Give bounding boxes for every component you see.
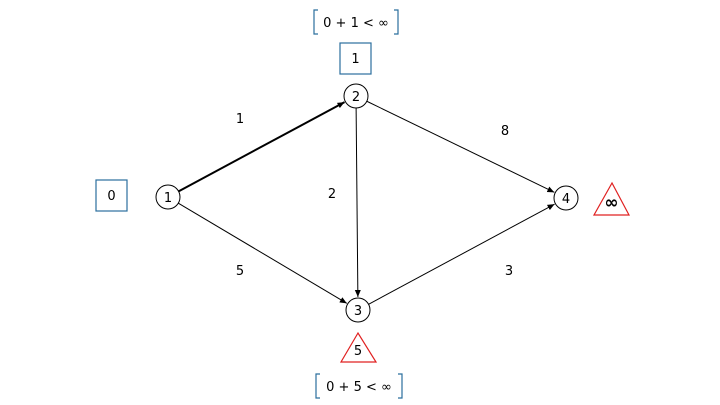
formula-bottom-text: 0 + 5 < ∞ — [326, 380, 392, 395]
tentative-triangle-node-3-frame — [339, 331, 378, 363]
edge-weights: 1 5 2 8 3 — [236, 112, 513, 279]
node-3-circle — [345, 297, 371, 323]
edge-3-4 — [368, 203, 555, 305]
formula-bottom: 0 + 5 < ∞ — [315, 373, 403, 399]
node-1: 1 — [155, 184, 181, 210]
tentative-value-node-3: 5 — [354, 344, 362, 359]
distance-box-node-2-frame — [339, 42, 372, 75]
edge-weight-2-4: 8 — [501, 124, 509, 139]
edges — [178, 100, 555, 305]
node-2-label: 2 — [352, 90, 360, 105]
distance-value-node-1: 0 — [107, 189, 115, 204]
formula-top-text: 0 + 1 < ∞ — [323, 16, 389, 31]
edge-1-2 — [178, 101, 346, 193]
edge-2-3 — [354, 107, 361, 298]
node-4-circle — [553, 185, 579, 211]
node-4-label: 4 — [562, 192, 570, 207]
bracket-bottom-left — [315, 373, 320, 399]
tentative-triangle-node-4: ∞ — [592, 181, 630, 216]
distance-value-node-2: 1 — [351, 52, 359, 67]
bracket-top-right — [394, 9, 399, 35]
node-3-label: 3 — [354, 304, 362, 319]
edge-weight-2-3: 2 — [328, 187, 336, 202]
bracket-bottom-right — [398, 373, 403, 399]
node-1-label: 1 — [164, 191, 172, 206]
distance-box-node-1: 0 — [95, 179, 128, 212]
edge-1-3 — [178, 202, 348, 304]
node-4: 4 — [553, 185, 579, 211]
edge-weight-3-4: 3 — [505, 264, 513, 279]
edge-2-4 — [366, 100, 555, 193]
bracket-top-left — [313, 9, 318, 35]
tentative-triangle-node-3: 5 — [339, 331, 378, 363]
edge-weight-1-2: 1 — [236, 112, 244, 127]
edge-weight-1-3: 5 — [236, 264, 244, 279]
formula-top: 0 + 1 < ∞ — [313, 9, 399, 35]
node-3: 3 — [345, 297, 371, 323]
node-2-circle — [343, 83, 369, 109]
node-1-circle — [155, 184, 181, 210]
tentative-triangle-node-4-frame — [592, 181, 630, 216]
node-2: 2 — [343, 83, 369, 109]
tentative-value-node-4: ∞ — [604, 193, 618, 213]
distance-box-node-2: 1 — [339, 42, 372, 75]
distance-box-node-1-frame — [95, 179, 128, 212]
